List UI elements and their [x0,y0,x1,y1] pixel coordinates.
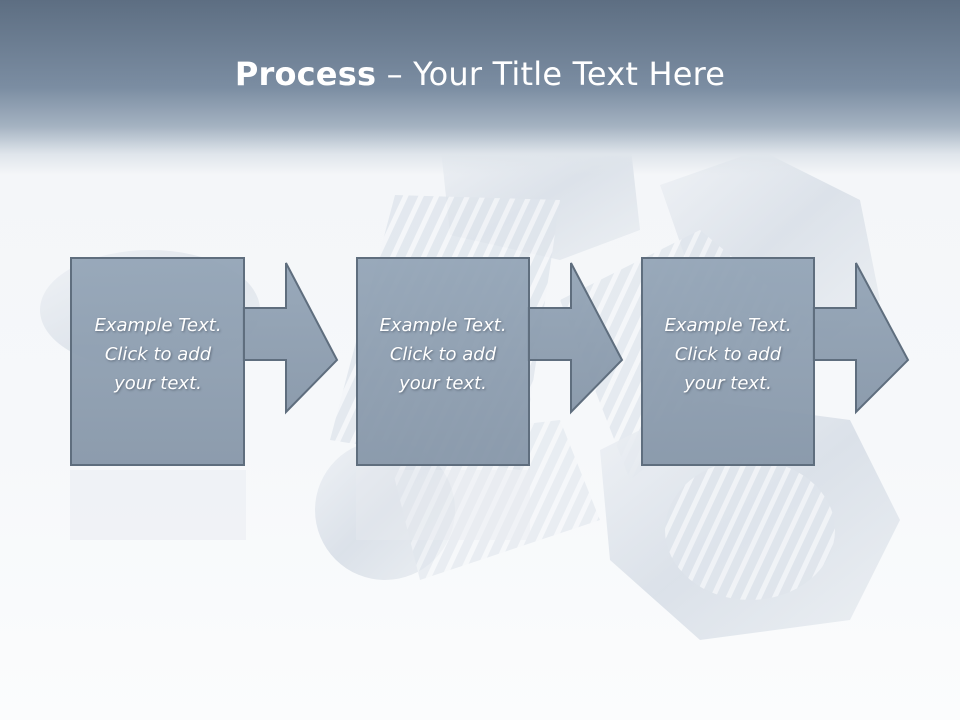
step-text-line: Example Text. [379,315,507,336]
step-text-line: your text. [684,373,772,394]
step-text-1[interactable]: Example Text. Click to add your text. [71,311,245,398]
step-text-line: Click to add [389,344,497,365]
step-text-line: your text. [399,373,487,394]
slide-title[interactable]: Process – Your Title Text Here [0,52,960,96]
process-step-3[interactable] [641,257,910,466]
step-text-line: Click to add [104,344,212,365]
title-rest: – Your Title Text Here [376,55,726,93]
title-band [0,0,960,175]
step-box-2 [356,257,530,466]
process-step-1[interactable] [70,257,339,466]
step-box-1 [70,257,245,466]
title-bold-word: Process [234,55,377,93]
step-arrow-2 [527,262,624,415]
step-text-3[interactable]: Example Text. Click to add your text. [641,311,815,398]
step-arrow-1 [242,262,339,415]
step-text-line: your text. [114,373,202,394]
step-arrow-3 [812,262,910,415]
step-box-3 [641,257,815,466]
step-text-line: Example Text. [94,315,222,336]
process-step-2[interactable] [356,257,624,466]
step-text-2[interactable]: Example Text. Click to add your text. [356,311,530,398]
step-text-line: Click to add [674,344,782,365]
step-text-line: Example Text. [664,315,792,336]
